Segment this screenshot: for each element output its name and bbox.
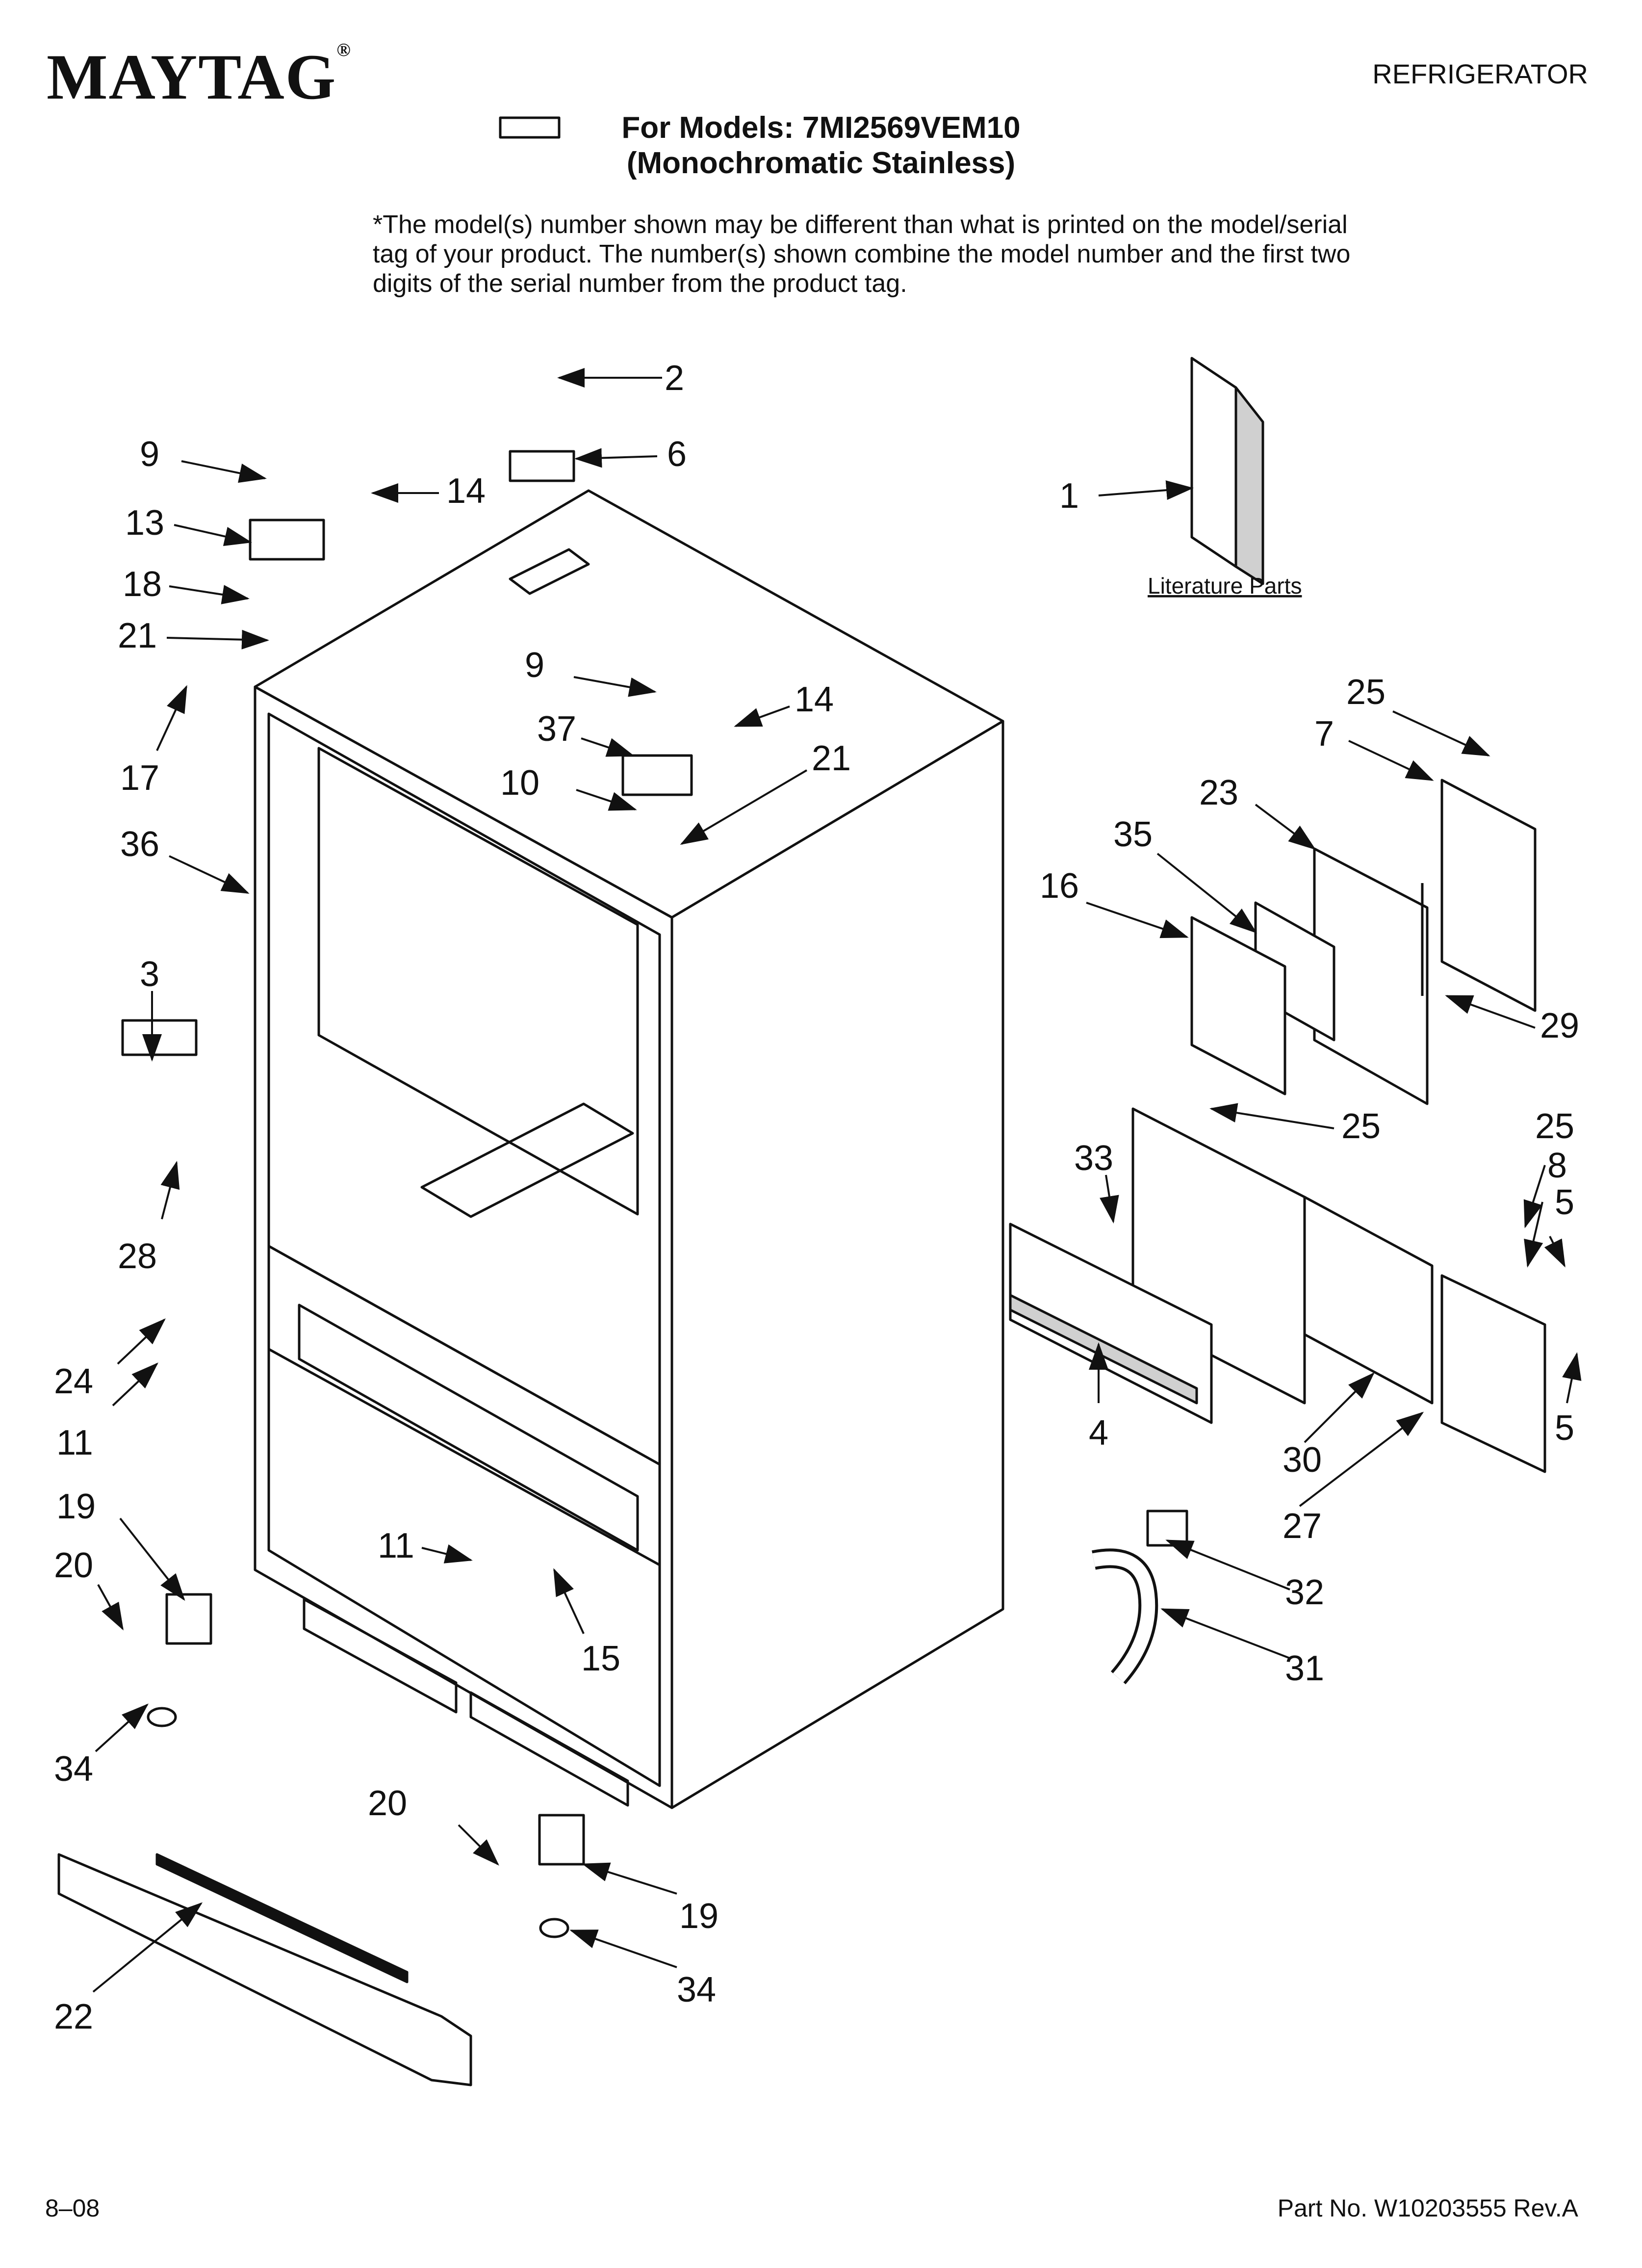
leveling-leg-right [539,1918,569,1938]
toe-grille [57,1853,472,2086]
callout-label: 8 [1547,1146,1567,1185]
grille-panel-group [1009,1107,1546,1473]
brand-logo: MAYTAG® [47,39,352,114]
callout-label: 17 [120,758,159,798]
callout-label: 30 [1283,1440,1322,1480]
lower-hinge-left [165,1593,212,1645]
callout-label: 21 [812,739,851,778]
footer-date: 8–08 [45,2194,100,2222]
callout-label: 28 [118,1237,157,1276]
page-category: REFRIGERATOR [1372,58,1588,89]
callout-label: 15 [581,1639,620,1678]
footer-part-number: Part No. W10203555 Rev.A [1277,2194,1578,2222]
tube-clip [1146,1510,1188,1547]
water-inlet-part [499,116,561,139]
callout-label: 7 [1314,714,1334,754]
callout-label: 11 [378,1526,414,1565]
callout-label: 25 [1346,673,1385,712]
callout-label: 1 [1059,476,1079,516]
leveling-leg-left [147,1707,177,1727]
callout-label: 36 [120,825,159,864]
diagram-parts [57,116,1546,2086]
model-title: For Models: 7MI2569VEM10 [621,111,1021,145]
hinge-cover-right [621,754,693,796]
callout-label: 32 [1285,1573,1324,1612]
literature-book [1190,357,1264,585]
callout-label: 20 [54,1546,93,1585]
callout-label: 14 [446,471,486,511]
cam-part [121,1019,198,1056]
callout-label: 34 [54,1749,93,1789]
callout-label: 2 [665,359,684,398]
callout-label: 10 [500,763,539,803]
callout-label: 31 [1285,1649,1324,1688]
callout-label: 20 [368,1784,407,1823]
registered-mark: ® [336,40,352,60]
callout-label: 16 [1040,866,1079,906]
callout-label: 3 [140,955,159,994]
callout-label: 29 [1540,1006,1579,1045]
callout-label: 19 [679,1897,718,1936]
callout-label: 24 [54,1362,93,1401]
callout-label: 9 [140,435,159,474]
callout-label: 6 [667,435,687,474]
control-housing-group [1190,779,1537,1105]
brand-name: MAYTAG [47,41,337,113]
callout-label: 25 [1341,1107,1381,1146]
callout-label: 11 [56,1423,93,1462]
callout-label: 14 [795,680,834,719]
model-subtitle: (Monochromatic Stainless) [626,146,1016,180]
cabinet-shell [254,489,1004,1809]
callout-label: 37 [537,709,576,749]
model-note: *The model(s) number shown may be differ… [373,210,1351,298]
literature-parts-label: Literature Parts [1148,573,1302,599]
callout-label: 25 [1535,1107,1574,1146]
callout-label: 5 [1555,1183,1574,1222]
callout-label: 27 [1283,1507,1322,1546]
callout-label: 5 [1555,1408,1574,1448]
callout-label: 34 [677,1970,716,2009]
callout-label: 22 [54,1997,93,2036]
callout-label: 35 [1113,815,1153,854]
callout-label: 23 [1199,773,1238,812]
bracket-top-part [509,450,575,482]
callout-labels: 2 9 6 14 1 13 18 21 17 9 14 25 37 7 10 2… [54,359,1579,2036]
callout-label: 13 [125,503,164,543]
leader-lines [92,368,1582,1993]
drain-tube-inner [1092,1551,1155,1683]
callout-label: 4 [1089,1413,1108,1453]
lower-hinge-right [538,1814,585,1866]
callout-label: 18 [123,565,162,604]
callout-label: 21 [118,616,157,655]
callout-label: 33 [1074,1139,1113,1178]
callout-label: 9 [525,646,544,685]
callout-label: 19 [56,1487,96,1526]
hinge-cover-left [249,519,325,561]
